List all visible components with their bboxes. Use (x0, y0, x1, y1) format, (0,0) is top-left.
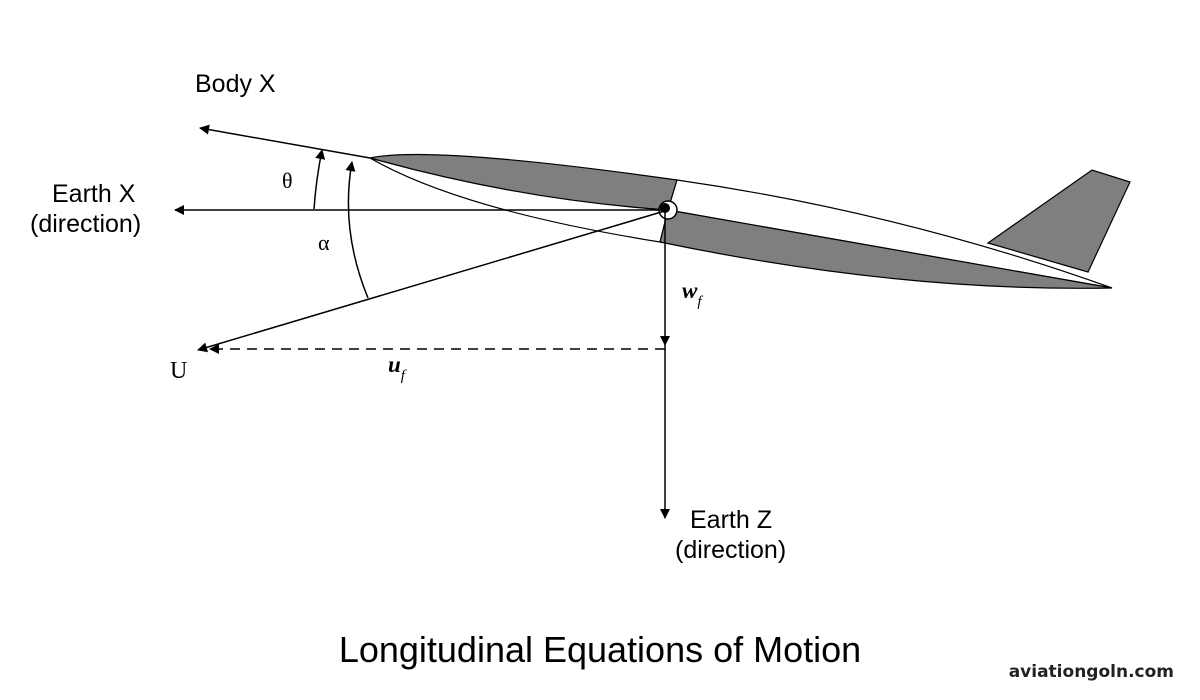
u-f-main: u (388, 352, 401, 377)
velocity-u-vector (197, 209, 669, 353)
u-vector-label: U (170, 358, 187, 384)
fuselage-upper-rear (667, 179, 1113, 289)
aircraft (369, 153, 1131, 289)
tail-fin (986, 169, 1131, 273)
w-f-main: w (682, 278, 698, 303)
theta-label: θ (282, 168, 293, 193)
body-x-axis (199, 124, 371, 159)
u-f-sub: f (401, 368, 407, 384)
w-f-label: wf (682, 278, 703, 310)
diagram-caption: Longitudinal Equations of Motion (339, 629, 861, 670)
u-f-label: uf (388, 352, 407, 384)
earth-z-label-line1: Earth Z (690, 506, 772, 534)
alpha-label: α (318, 230, 330, 255)
earth-x-label-line2: (direction) (30, 210, 141, 238)
alpha-arc (345, 161, 369, 299)
body-x-label: Body X (195, 70, 276, 98)
earth-z-label-line2: (direction) (675, 536, 786, 564)
w-f-sub: f (697, 294, 703, 310)
fuselage-lower-rear (659, 209, 1113, 289)
earth-x-label-line1: Earth X (52, 180, 136, 208)
watermark: aviationgoln.com (1008, 662, 1174, 682)
theta-arc (313, 149, 326, 210)
